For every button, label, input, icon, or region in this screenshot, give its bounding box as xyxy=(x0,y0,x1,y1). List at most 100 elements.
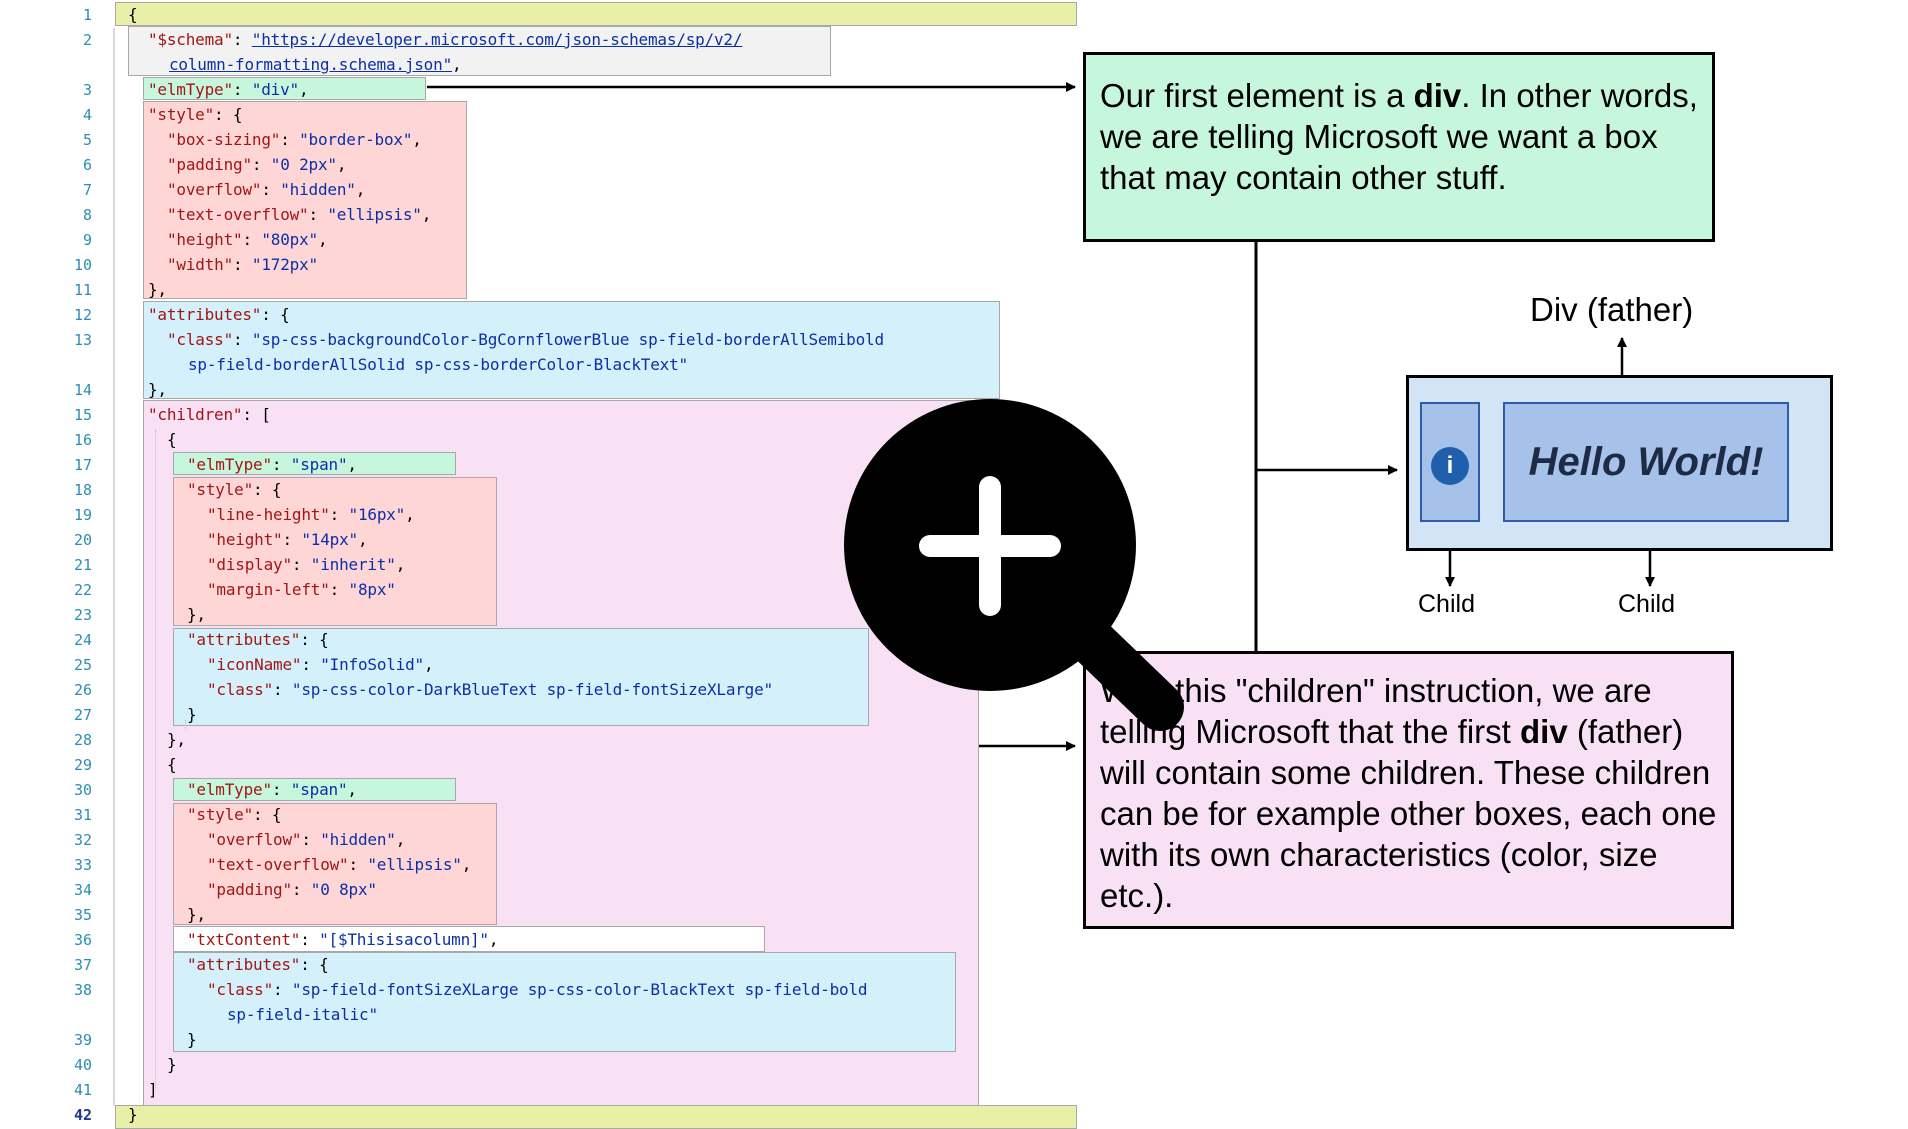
code-token: "style" xyxy=(187,805,254,824)
code-token: "children" xyxy=(148,405,243,424)
callout-div-text-1: Our first element is a xyxy=(1100,77,1414,114)
code-token: : xyxy=(271,780,291,799)
code-line: } xyxy=(167,1055,177,1074)
line-number: 25 xyxy=(73,656,92,674)
code-line: "overflow": "hidden", xyxy=(167,181,365,199)
callout-children-bold: div xyxy=(1520,713,1568,750)
code-token: "16px" xyxy=(348,505,406,524)
code-token: , xyxy=(298,80,309,99)
code-line: "elmType": "span", xyxy=(187,781,357,799)
code-token: , xyxy=(317,230,328,249)
callout-children-explanation: With this "children" instruction, we are… xyxy=(1083,651,1734,929)
code-token: "https://developer.microsoft.com/json-sc… xyxy=(251,30,743,49)
child-label-1: Child xyxy=(1418,590,1475,618)
fold-gutter xyxy=(113,28,115,1106)
line-number: 3 xyxy=(82,81,92,99)
code-token: "txtContent" xyxy=(187,930,301,949)
code-token: "text-overflow" xyxy=(167,205,309,224)
code-token: "sp-css-backgroundColor-BgCornflowerBlue… xyxy=(251,330,884,349)
highlight-child2-elmtype xyxy=(173,778,456,801)
code-token: "elmType" xyxy=(187,455,272,474)
code-token: : xyxy=(233,255,252,274)
code-token: "margin-left" xyxy=(207,580,330,599)
code-token: "height" xyxy=(167,230,243,249)
code-token: : xyxy=(291,555,311,574)
code-line: "elmType": "span", xyxy=(187,456,357,474)
highlight-elmtype-div xyxy=(143,77,426,100)
line-number: 7 xyxy=(82,181,92,199)
code-token: , xyxy=(336,155,347,174)
line-number: 23 xyxy=(73,606,92,624)
code-token: } xyxy=(167,1055,177,1074)
line-number: 19 xyxy=(73,506,92,524)
code-token: : xyxy=(301,655,321,674)
code-line: "width": "172px" xyxy=(167,256,318,274)
code-token: "style" xyxy=(148,105,215,124)
code-token: "overflow" xyxy=(207,830,302,849)
highlight-child2-style xyxy=(173,803,497,925)
code-line: "$schema": "https://developer.microsoft.… xyxy=(148,31,742,49)
code-line: "attributes": { xyxy=(148,306,290,324)
code-token: , xyxy=(412,130,422,149)
code-token: , xyxy=(421,205,432,224)
line-number: 36 xyxy=(73,931,92,949)
code-line: "elmType": "div", xyxy=(148,80,309,99)
line-number: 27 xyxy=(73,706,92,724)
code-token: : xyxy=(273,680,292,699)
code-token: : xyxy=(282,530,302,549)
code-token: : xyxy=(232,30,252,49)
code-token: "$schema" xyxy=(148,30,233,49)
code-token: "padding" xyxy=(207,880,292,899)
line-number: 16 xyxy=(73,431,92,449)
code-token: , xyxy=(355,180,366,199)
line-number: 28 xyxy=(73,731,92,749)
code-token: "span" xyxy=(290,780,348,799)
code-line: }, xyxy=(148,281,167,299)
code-token: "class" xyxy=(167,330,234,349)
line-number: 10 xyxy=(73,256,92,274)
code-token: "sp-css-color-DarkBlueText sp-field-font… xyxy=(291,680,773,699)
code-token: "8px" xyxy=(348,580,396,599)
code-token: "14px" xyxy=(301,530,358,549)
code-line: "style": { xyxy=(187,805,282,824)
code-token: , xyxy=(347,780,357,799)
code-token: "box-sizing" xyxy=(167,130,281,149)
code-line: "height": "80px", xyxy=(167,230,328,249)
line-number: 4 xyxy=(82,106,92,124)
code-token: sp-field-italic" xyxy=(227,1005,378,1024)
code-token: "attributes" xyxy=(187,630,301,649)
code-line: "overflow": "hidden", xyxy=(207,831,405,849)
line-number: 8 xyxy=(82,206,92,224)
line-number: 22 xyxy=(73,581,92,599)
code-line: "padding": "0 8px" xyxy=(207,881,377,899)
code-token: "172px" xyxy=(251,255,318,274)
code-line: "attributes": { xyxy=(187,956,329,974)
line-number: 1 xyxy=(82,6,92,24)
code-token: : { xyxy=(253,480,282,499)
callout-div-text-2: . In other words, we are telling Microso… xyxy=(1100,77,1698,196)
line-number: 38 xyxy=(73,981,92,999)
code-token: column-formatting.schema.json xyxy=(169,55,443,74)
code-line: "iconName": "InfoSolid", xyxy=(207,655,434,674)
code-line: } xyxy=(128,1106,138,1124)
code-token: } xyxy=(187,705,197,724)
line-number: 29 xyxy=(73,756,92,774)
code-token: : { xyxy=(214,105,243,124)
code-token: sp-field-borderAllSolid sp-css-borderCol… xyxy=(188,355,688,374)
line-number: 12 xyxy=(73,306,92,324)
code-token: : xyxy=(251,155,271,174)
line-number: 35 xyxy=(73,906,92,924)
line-number: 6 xyxy=(82,156,92,174)
code-token: "span" xyxy=(290,455,348,474)
code-token: "overflow" xyxy=(167,180,262,199)
code-token: "hidden" xyxy=(320,830,396,849)
code-line: "box-sizing": "border-box", xyxy=(167,131,422,149)
code-line: "class": "sp-field-fontSizeXLarge sp-css… xyxy=(207,980,868,999)
code-token: "height" xyxy=(207,530,283,549)
code-token: "sp-field-fontSizeXLarge sp-css-color-Bl… xyxy=(291,980,868,999)
code-token: "padding" xyxy=(167,155,252,174)
code-line: "margin-left": "8px" xyxy=(207,581,396,599)
line-number: 41 xyxy=(73,1081,92,1099)
code-token: : xyxy=(329,580,349,599)
code-token: { xyxy=(167,755,177,774)
